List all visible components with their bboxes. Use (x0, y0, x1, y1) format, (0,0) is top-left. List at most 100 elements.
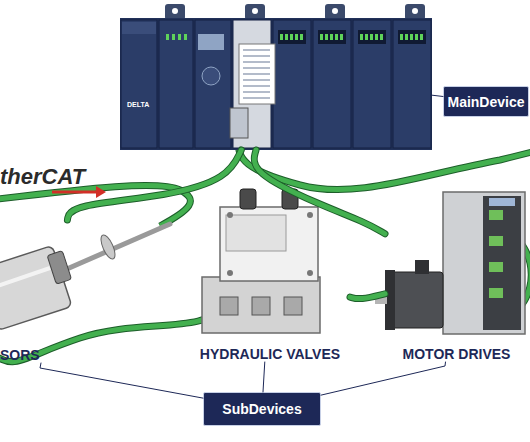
servo-motor (389, 272, 443, 328)
bolt (227, 270, 233, 276)
io-module (159, 20, 193, 148)
status-led (370, 34, 373, 40)
ethernet-cable (350, 294, 385, 299)
mounting-tab (325, 4, 345, 20)
device-label: DELTA (127, 101, 149, 108)
status-led (172, 34, 175, 40)
cable-outline (67, 150, 241, 220)
status-led (365, 34, 368, 40)
ethernet-cable (254, 150, 385, 234)
status-led (280, 34, 283, 40)
device-label: MOTOR DRIVES (385, 346, 528, 362)
label-line (243, 55, 270, 57)
led-panel (358, 30, 386, 44)
bolt (227, 212, 233, 218)
highlight (0, 268, 50, 290)
label-line (243, 67, 270, 69)
display-screen (198, 34, 224, 50)
ethernet-cable (0, 185, 190, 226)
leader-line (40, 363, 203, 398)
cable-outline (254, 150, 385, 234)
m12-connector (240, 189, 256, 209)
mounting-tab (245, 4, 265, 20)
label-line (243, 97, 270, 99)
label-line (243, 85, 270, 87)
network-port (230, 108, 248, 138)
manifold-block (202, 277, 320, 333)
label-line (243, 61, 270, 63)
leader-line (432, 95, 443, 96)
hydraulic-port (284, 297, 302, 315)
keypad (202, 67, 220, 85)
drive-front-panel (483, 196, 521, 330)
flange (98, 233, 118, 261)
controller-plc: DELTA (120, 4, 432, 150)
label-line (243, 49, 270, 51)
leader-line (321, 362, 446, 395)
drive-port (489, 288, 503, 298)
drive-port (489, 262, 503, 272)
mounting-tab (165, 4, 185, 20)
cable-outline (350, 294, 385, 299)
label-line (243, 73, 270, 75)
bolt (307, 212, 313, 218)
logo-arrow-shaft (52, 191, 98, 194)
io-module (121, 20, 157, 148)
node-illustration (0, 220, 110, 363)
logo-text: therCAT (0, 164, 85, 190)
io-module (195, 20, 231, 148)
mounting-hole (332, 8, 338, 14)
label-line (243, 79, 270, 81)
status-led (340, 34, 343, 40)
status-led (290, 34, 293, 40)
drive-display (489, 198, 515, 206)
motor-shaft (375, 296, 387, 304)
mounting-hole (252, 8, 258, 14)
leader-line (263, 362, 265, 392)
status-led (320, 34, 323, 40)
status-led (285, 34, 288, 40)
status-led (166, 34, 169, 40)
device-label: SORS (0, 347, 40, 363)
status-led (400, 34, 403, 40)
status-led (380, 34, 383, 40)
io-module (273, 20, 311, 148)
drive-port (489, 236, 503, 246)
mounting-tab (405, 4, 425, 20)
valve-body (220, 207, 318, 281)
status-led (335, 34, 338, 40)
cable-outline (0, 185, 190, 226)
node-illustration (190, 185, 350, 362)
io-module (393, 20, 431, 148)
status-led (184, 34, 187, 40)
io-module (353, 20, 391, 148)
device-label: HYDRAULIC VALVES (190, 346, 350, 362)
role-label: SubDevices (222, 401, 301, 417)
hydraulic-port (252, 297, 270, 315)
label-line (243, 91, 270, 93)
logo-arrow-head (96, 186, 106, 198)
status-led (415, 34, 418, 40)
led-panel (278, 30, 306, 44)
sensor-rod (60, 224, 170, 272)
mounting-hole (172, 8, 178, 14)
status-led (295, 34, 298, 40)
node-illustration (120, 4, 432, 150)
sensor-body (0, 246, 72, 331)
role-box: SubDevices (203, 392, 321, 426)
status-led (410, 34, 413, 40)
drive-device: MOTOR DRIVES (385, 190, 528, 362)
drive-housing (443, 192, 525, 334)
cpu-badge (122, 22, 156, 34)
drive-port (489, 210, 503, 220)
status-led (300, 34, 303, 40)
role-box: MainDevice (443, 86, 529, 117)
status-led (375, 34, 378, 40)
valve-cover (226, 215, 286, 251)
sensor-device: SORS (0, 220, 110, 363)
motor-connector (415, 260, 429, 274)
ethernet-cable (67, 150, 241, 220)
status-led (360, 34, 363, 40)
